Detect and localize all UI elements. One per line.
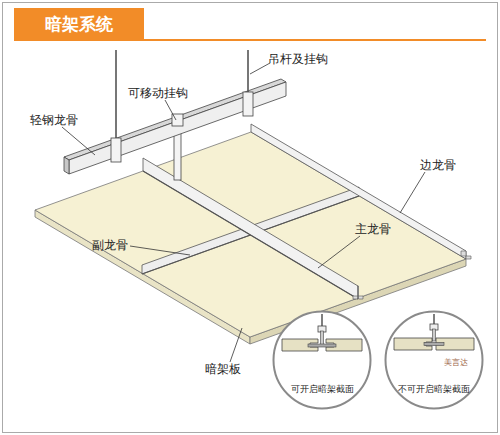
leader-line: [62, 127, 95, 155]
edge-runner: [251, 124, 466, 259]
fixed-section: [394, 314, 474, 350]
hanger-rod: [321, 314, 323, 328]
hanger-clip: [111, 138, 121, 162]
section-circle: 可开启暗架截面: [272, 310, 372, 410]
title-rule: [14, 39, 486, 41]
tee-web: [321, 331, 324, 345]
edge-profile: [461, 251, 471, 259]
leader-line: [318, 236, 360, 268]
tee-profile: [353, 286, 363, 299]
leader-line: [165, 100, 176, 120]
title-tab: [14, 8, 144, 40]
hanger-clip: [243, 92, 253, 116]
panel-section: [326, 339, 362, 351]
leader-line: [130, 246, 190, 255]
carrying-channel: [69, 82, 286, 174]
leader-line: [230, 328, 242, 362]
spline: [424, 343, 444, 346]
hook-clip: [318, 326, 326, 332]
part-label: 暗架板: [205, 362, 241, 376]
title: 暗架系统: [14, 8, 144, 40]
leader-line: [250, 63, 270, 74]
part-label: 主龙骨: [355, 222, 391, 236]
main-tee-flange: [143, 171, 358, 299]
carrying-channel-top: [64, 79, 286, 160]
leader-line: [400, 172, 425, 213]
circle-outline: [272, 310, 372, 410]
hanger-rod: [115, 50, 117, 146]
section-caption: 不可开启暗架截面: [384, 384, 484, 395]
part-label: 轻钢龙骨: [30, 113, 78, 127]
openable-section: [282, 314, 362, 351]
panel-section: [436, 338, 474, 350]
section-caption: 可开启暗架截面: [272, 384, 372, 395]
panel-section: [282, 339, 318, 351]
watermark: 美言达: [444, 356, 468, 370]
frame: [3, 3, 498, 433]
section-circle: 不可开启暗架截面: [384, 310, 484, 410]
tee-flange: [308, 344, 336, 347]
part-label: 副龙骨: [92, 238, 128, 252]
tee-web: [433, 329, 436, 341]
part-label: 吊杆及挂钩: [268, 52, 328, 66]
panel-section: [394, 338, 432, 350]
leader-lines: [62, 63, 425, 362]
hanger-rod: [433, 314, 435, 326]
channel-end: [64, 157, 69, 174]
hook-clip: [430, 324, 438, 330]
circle-outline: [384, 310, 484, 410]
part-label: 可移动挂钩: [128, 86, 188, 100]
part-label: 边龙骨: [420, 158, 456, 172]
